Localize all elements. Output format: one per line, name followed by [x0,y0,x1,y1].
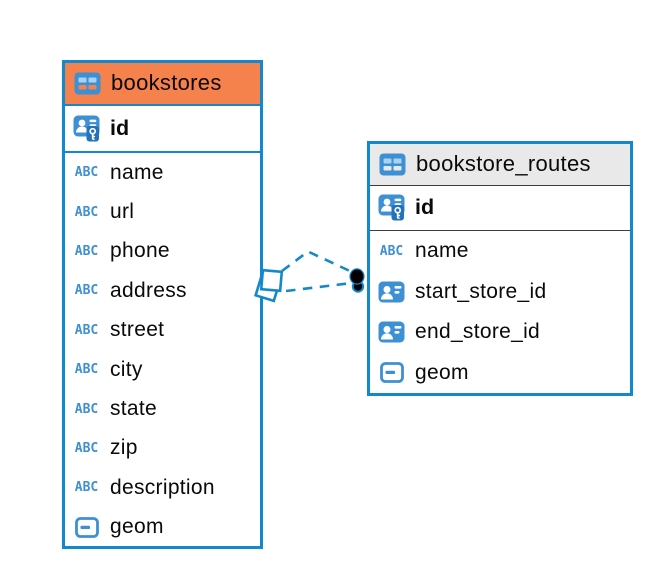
relationship-target-marker-dots[interactable] [349,268,365,293]
column-name: zip [110,436,138,460]
column-row[interactable]: ABC state [65,389,260,428]
column-row[interactable]: ABC city [65,350,260,389]
column-row[interactable]: geom [65,508,260,547]
column-name: start_store_id [415,279,547,303]
table-title: bookstores [111,70,222,96]
text-icon: ABC [74,322,99,339]
table-bookstores[interactable]: bookstores id ABC [62,60,263,549]
column-name: address [110,278,187,302]
relationship-edge-lower[interactable] [285,281,353,293]
column-name: name [110,160,164,184]
column-row[interactable]: ABC name [65,153,260,192]
column-row-pk[interactable]: id [65,106,260,153]
geometry-icon [377,362,406,384]
person-card-icon [377,321,406,343]
column-name: street [110,318,165,342]
person-card-icon [377,281,406,303]
column-name: state [110,397,158,421]
table-icon [73,72,102,95]
table-bookstore-routes[interactable]: bookstore_routes id ABC [367,141,633,396]
column-name: id [110,115,130,140]
column-row[interactable]: ABC url [65,192,260,231]
table-bookstore-routes-header[interactable]: bookstore_routes [370,144,630,186]
column-row-pk[interactable]: id [370,186,630,231]
column-name: geom [415,360,469,384]
column-name: id [415,195,435,220]
column-row[interactable]: ABC street [65,311,260,350]
column-name: end_store_id [415,320,541,344]
text-icon: ABC [74,282,99,299]
text-icon: ABC [74,401,99,417]
relationship-edge-upper[interactable] [281,249,353,274]
column-row[interactable]: ABC zip [65,429,260,468]
column-name: city [110,357,143,381]
column-name: phone [110,239,170,263]
geometry-icon [72,516,101,538]
column-row[interactable]: geom [370,353,630,394]
text-icon: ABC [74,164,99,181]
text-icon: ABC [74,204,99,220]
text-icon: ABC [74,479,99,496]
text-icon: ABC [74,440,99,457]
column-row[interactable]: ABC phone [65,232,260,271]
table-bookstores-header[interactable]: bookstores [65,63,260,106]
text-icon: ABC [74,243,99,260]
column-row[interactable]: ABC description [65,468,260,507]
column-name: name [415,239,469,263]
column-name: url [110,200,135,224]
text-icon: ABC [74,361,99,378]
column-row[interactable]: end_store_id [370,312,630,353]
person-key-icon [377,194,406,221]
person-key-icon [72,115,101,142]
column-name: description [110,475,215,499]
column-row[interactable]: ABC name [370,231,630,272]
text-icon: ABC [379,243,404,260]
column-row[interactable]: start_store_id [370,272,630,313]
column-row[interactable]: ABC address [65,271,260,310]
column-name: geom [110,515,164,539]
table-title: bookstore_routes [416,151,591,177]
table-icon [378,153,407,176]
